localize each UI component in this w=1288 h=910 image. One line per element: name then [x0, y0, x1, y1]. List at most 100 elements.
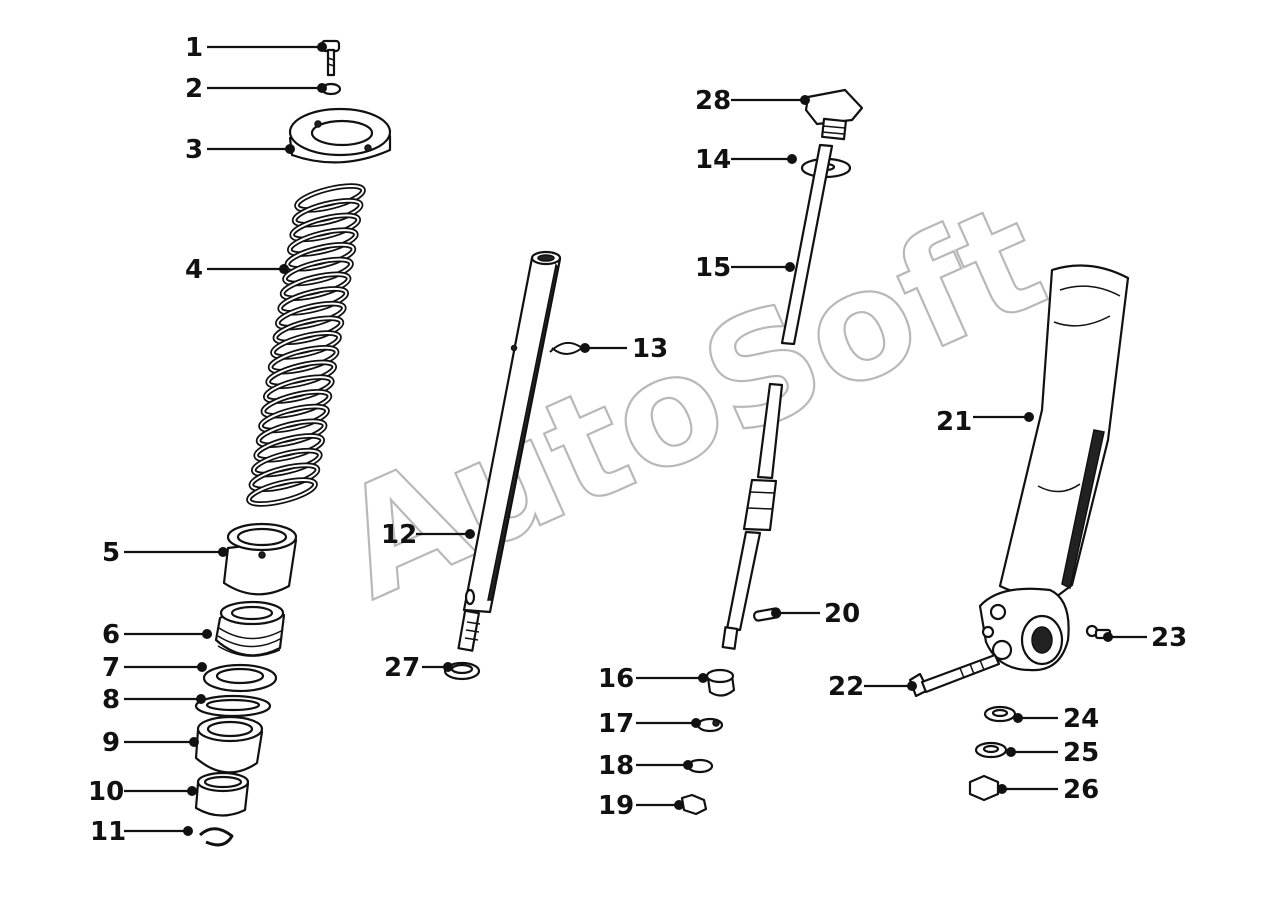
callout-2: 2	[185, 74, 327, 104]
svg-text:24: 24	[1063, 704, 1099, 734]
callout-6: 6	[102, 620, 212, 650]
svg-text:2: 2	[185, 74, 203, 104]
callout-17: 17	[598, 709, 701, 739]
svg-text:25: 25	[1063, 738, 1099, 768]
callout-14: 14	[695, 145, 797, 175]
svg-text:7: 7	[102, 653, 120, 683]
callout-1: 1	[185, 33, 327, 63]
spring-coil-highlight	[264, 376, 333, 403]
part-coil-spring	[246, 183, 366, 507]
svg-text:20: 20	[824, 599, 860, 629]
spring-coil-highlight	[276, 302, 345, 329]
svg-text:17: 17	[598, 709, 634, 739]
callout-24: 24	[1013, 704, 1099, 734]
callout-9: 9	[102, 728, 199, 758]
spring-coil-highlight	[295, 185, 365, 211]
svg-text:5: 5	[102, 538, 120, 568]
svg-text:10: 10	[88, 777, 124, 807]
svg-text:21: 21	[936, 407, 972, 437]
svg-text:9: 9	[102, 728, 120, 758]
spring-coil-highlight	[255, 434, 324, 461]
part-flat-washer	[974, 741, 1008, 759]
svg-text:23: 23	[1151, 623, 1187, 653]
callout-4: 4	[185, 255, 289, 285]
svg-text:14: 14	[695, 145, 731, 175]
spring-coil-highlight	[274, 317, 343, 344]
watermark: AutoSoft	[316, 171, 1068, 633]
callout-10: 10	[88, 777, 197, 807]
spring-coil-highlight	[250, 464, 319, 491]
callout-18: 18	[598, 751, 693, 781]
svg-text:28: 28	[695, 86, 731, 116]
spring-coil-highlight	[269, 346, 338, 373]
callout-13: 13	[580, 334, 668, 364]
svg-text:15: 15	[695, 253, 731, 283]
svg-text:6: 6	[102, 620, 120, 650]
callout-8: 8	[102, 685, 206, 715]
callout-26: 26	[997, 775, 1099, 805]
part-ring	[202, 663, 278, 693]
callout-11: 11	[90, 817, 193, 847]
callout-16: 16	[598, 664, 708, 694]
part-fork-slider	[978, 264, 1130, 672]
part-bushing	[222, 522, 298, 596]
spring-coil-highlight	[279, 287, 348, 314]
part-axle-nut	[968, 774, 1000, 802]
svg-text:19: 19	[598, 791, 634, 821]
part-sleeve	[194, 771, 250, 817]
callout-19: 19	[598, 791, 684, 821]
part-dipstick-rod	[780, 143, 834, 346]
svg-text:22: 22	[828, 672, 864, 702]
part-spring-cap	[288, 107, 392, 164]
svg-text:8: 8	[102, 685, 120, 715]
callout-5: 5	[102, 538, 228, 568]
part-fork-tube	[457, 250, 562, 652]
part-lower-bushing	[194, 715, 264, 774]
svg-text:26: 26	[1063, 775, 1099, 805]
svg-text:16: 16	[598, 664, 634, 694]
spring-coil-highlight	[283, 258, 353, 285]
part-damper-rod	[721, 382, 784, 650]
callout-21: 21	[936, 407, 1034, 437]
callout-12: 12	[381, 520, 475, 550]
spring-coil-highlight	[257, 420, 326, 447]
svg-text:3: 3	[185, 135, 203, 165]
callouts: 1 2 3 4 5 6 7 8	[88, 33, 1187, 847]
callout-20: 20	[771, 599, 860, 629]
spring-coil-highlight	[259, 405, 329, 432]
part-clip-nut	[696, 717, 724, 733]
svg-text:11: 11	[90, 817, 126, 847]
callout-28: 28	[695, 86, 810, 116]
callout-15: 15	[695, 253, 795, 283]
spring-coil-highlight	[293, 199, 362, 226]
part-spring-washer	[983, 705, 1017, 723]
callout-3: 3	[185, 135, 295, 165]
svg-text:12: 12	[381, 520, 417, 550]
spring-coil-highlight	[286, 243, 355, 270]
part-wire-clip	[549, 341, 583, 355]
spring-coil-highlight	[252, 449, 321, 476]
spring-coil-highlight	[267, 361, 336, 388]
callout-7: 7	[102, 653, 207, 683]
part-axle-bolt	[908, 653, 1001, 698]
callout-25: 25	[1006, 738, 1099, 768]
callout-27: 27	[384, 653, 453, 683]
svg-text:13: 13	[632, 334, 668, 364]
part-seal-assembly	[214, 600, 286, 657]
svg-text:4: 4	[185, 255, 203, 285]
svg-text:27: 27	[384, 653, 420, 683]
part-gasket	[194, 694, 272, 718]
spring-coil-highlight	[291, 214, 360, 241]
spring-coil-highlight	[262, 390, 331, 417]
spring-coil-highlight	[281, 273, 350, 300]
svg-text:18: 18	[598, 751, 634, 781]
spring-coil-highlight	[247, 479, 317, 505]
part-filler-screw	[804, 88, 864, 141]
spring-coil-highlight	[288, 229, 357, 256]
svg-text:1: 1	[185, 33, 203, 63]
callout-23: 23	[1103, 623, 1187, 653]
part-circlip	[198, 827, 234, 847]
part-hex-nut	[680, 793, 708, 816]
spring-coil-highlight	[271, 332, 341, 358]
